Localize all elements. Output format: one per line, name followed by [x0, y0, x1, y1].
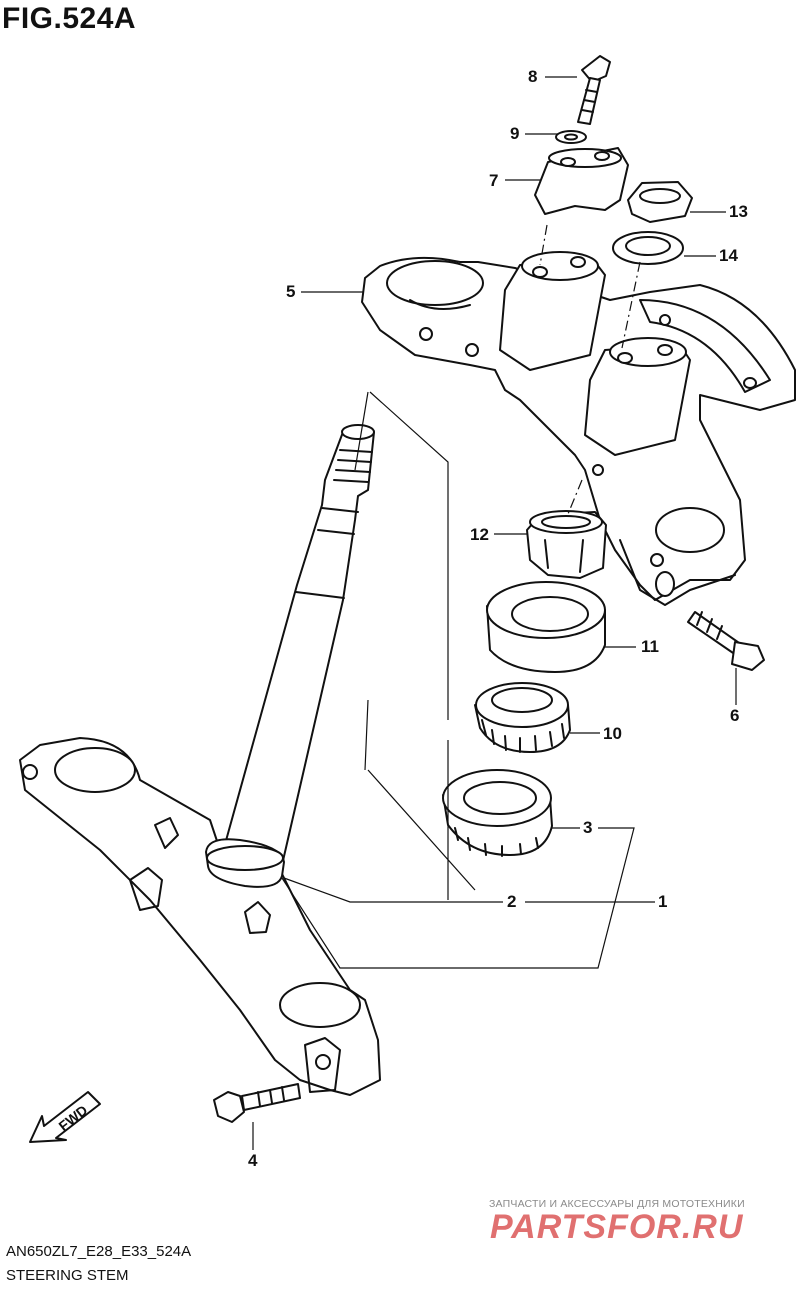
callout-8: 8	[528, 67, 538, 86]
callout-3: 3	[583, 818, 593, 837]
upper-clamp-bolt	[687, 611, 765, 671]
fwd-arrow-icon: FWD	[29, 1091, 101, 1143]
callout-14: 14	[719, 246, 738, 265]
lower-bearing	[442, 769, 553, 857]
leader-lines	[252, 76, 737, 1150]
callout-6: 6	[730, 706, 740, 725]
figure-title: FIG.524A	[2, 2, 137, 35]
callout-10: 10	[603, 724, 622, 743]
model-code: AN650ZL7_E28_E33_524A	[6, 1243, 192, 1260]
stem-head-washer	[612, 231, 684, 265]
callout-1: 1	[658, 892, 668, 911]
holder-bolt	[577, 55, 611, 125]
stem-lock-nut	[526, 510, 607, 579]
callout-12: 12	[470, 525, 489, 544]
watermark-logo: PARTSFOR.RU	[490, 1208, 744, 1246]
callout-9: 9	[510, 124, 520, 143]
stem-head-nut	[627, 181, 693, 223]
callout-13: 13	[729, 202, 748, 221]
section-name: STEERING STEM	[6, 1267, 129, 1284]
upper-bracket	[361, 251, 796, 606]
lower-clamp-bolt	[213, 1083, 301, 1123]
callout-11: 11	[641, 637, 659, 656]
bearing-cover-seal	[486, 581, 606, 673]
steering-stem-lower-bracket	[19, 737, 381, 1096]
upper-bearing	[474, 682, 571, 753]
callout-5: 5	[286, 282, 296, 301]
callout-2: 2	[507, 892, 517, 911]
watermark-tagline: ЗАПЧАСТИ И АКСЕССУАРЫ ДЛЯ МОТОТЕХНИКИ	[489, 1198, 745, 1210]
callout-4: 4	[248, 1151, 258, 1170]
callout-7: 7	[489, 171, 499, 190]
handlebar-holder	[534, 147, 629, 215]
steering-stem-shaft	[221, 424, 375, 866]
